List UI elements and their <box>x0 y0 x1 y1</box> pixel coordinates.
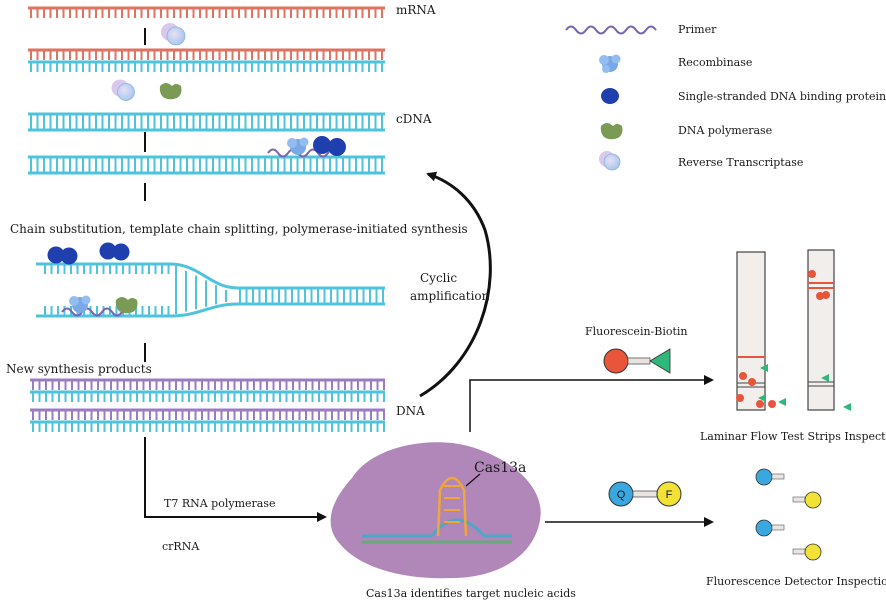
quencher-letter: Q <box>617 489 626 501</box>
arrow-to-lateral-flow <box>469 375 714 432</box>
ssb-protein-icon-fork-2 <box>99 242 130 261</box>
target-rna-in-cas13a <box>362 476 512 544</box>
legend-label-reverse-transcriptase: Reverse Transcriptase <box>678 156 803 169</box>
product-strand-2 <box>30 408 385 420</box>
recombinase-icon-cdna <box>287 137 309 155</box>
recombinase-icon-fork <box>69 295 91 313</box>
cdna-strand-3 <box>28 155 385 175</box>
legend-label-polymerase: DNA polymerase <box>678 124 772 137</box>
primer-icon <box>565 25 657 35</box>
label-t7-rna-polymerase: T7 RNA polymerase <box>164 497 276 510</box>
ssb-protein-icon-cdna <box>313 136 346 156</box>
product-dna-strand-2 <box>30 420 385 432</box>
quencher-fluorophore-reporter-icon: Q F <box>608 481 682 507</box>
legend-label-primer: Primer <box>678 23 717 36</box>
mrna-strand <box>28 6 385 18</box>
product-strand-1 <box>30 378 385 390</box>
ssb-protein-icon-fork-1 <box>47 246 78 265</box>
cas13a-pointer-line <box>465 473 481 487</box>
label-cyclic: Cyclic <box>420 271 457 285</box>
strip-reporter-dots <box>736 270 851 411</box>
recombinase-icon <box>599 54 621 73</box>
label-crrna: crRNA <box>162 540 200 553</box>
label-fluorescence-detector-inspection: Fluorescence Detector Inspection <box>706 575 886 588</box>
legend-label-recombinase: Recombinase <box>678 56 752 69</box>
label-lateral-flow-inspection: Laminar Flow Test Strips Inspection <box>700 430 886 443</box>
label-chain-substitution: Chain substitution, template chain split… <box>10 222 468 236</box>
ssb-protein-icon <box>601 88 619 104</box>
product-dna-strand-1 <box>30 390 385 402</box>
fluorescein-biotin-reporter-icon <box>603 348 671 374</box>
legend-label-ssb: Single-stranded DNA binding protein <box>678 90 886 103</box>
primer-on-cdna <box>267 148 339 158</box>
label-fluorescein-biotin: Fluorescein-Biotin <box>585 325 688 338</box>
label-new-synthesis-products: New synthesis products <box>6 362 152 376</box>
dna-polymerase-icon-fork <box>115 297 138 314</box>
strand-label-dna: DNA <box>396 404 425 418</box>
cas13a-complex-blob <box>330 442 541 579</box>
strand-label-mrna: mRNA <box>396 3 436 17</box>
fluorophore-letter: F <box>666 489 673 501</box>
primer-on-fork <box>61 307 133 317</box>
t7-transcription-arrow <box>144 437 327 522</box>
rna-cdna-hybrid-strand <box>28 48 385 60</box>
cyclic-amplification-arrow <box>419 171 492 398</box>
cleaved-reporters <box>755 468 822 561</box>
cdna-strand-2 <box>28 112 385 132</box>
label-amplification: amplification <box>410 289 490 303</box>
dna-polymerase-icon <box>159 83 182 100</box>
dna-polymerase-legend-icon <box>600 123 623 140</box>
legend: Primer Recombinase Single-stranded DNA b… <box>565 23 886 171</box>
strand-label-cdna: cDNA <box>396 112 432 126</box>
label-cas13a: Cas13a <box>474 460 526 476</box>
strands-layer <box>28 6 385 432</box>
reverse-transcriptase-icon <box>161 23 186 46</box>
reverse-transcriptase-legend-icon <box>599 151 621 171</box>
label-cas13a-identifies: Cas13a identifies target nucleic acids <box>366 587 576 600</box>
reverse-transcriptase-icon-2 <box>111 79 135 101</box>
lateral-flow-strip-1 <box>736 251 766 411</box>
cdna-strand-1 <box>28 60 385 72</box>
